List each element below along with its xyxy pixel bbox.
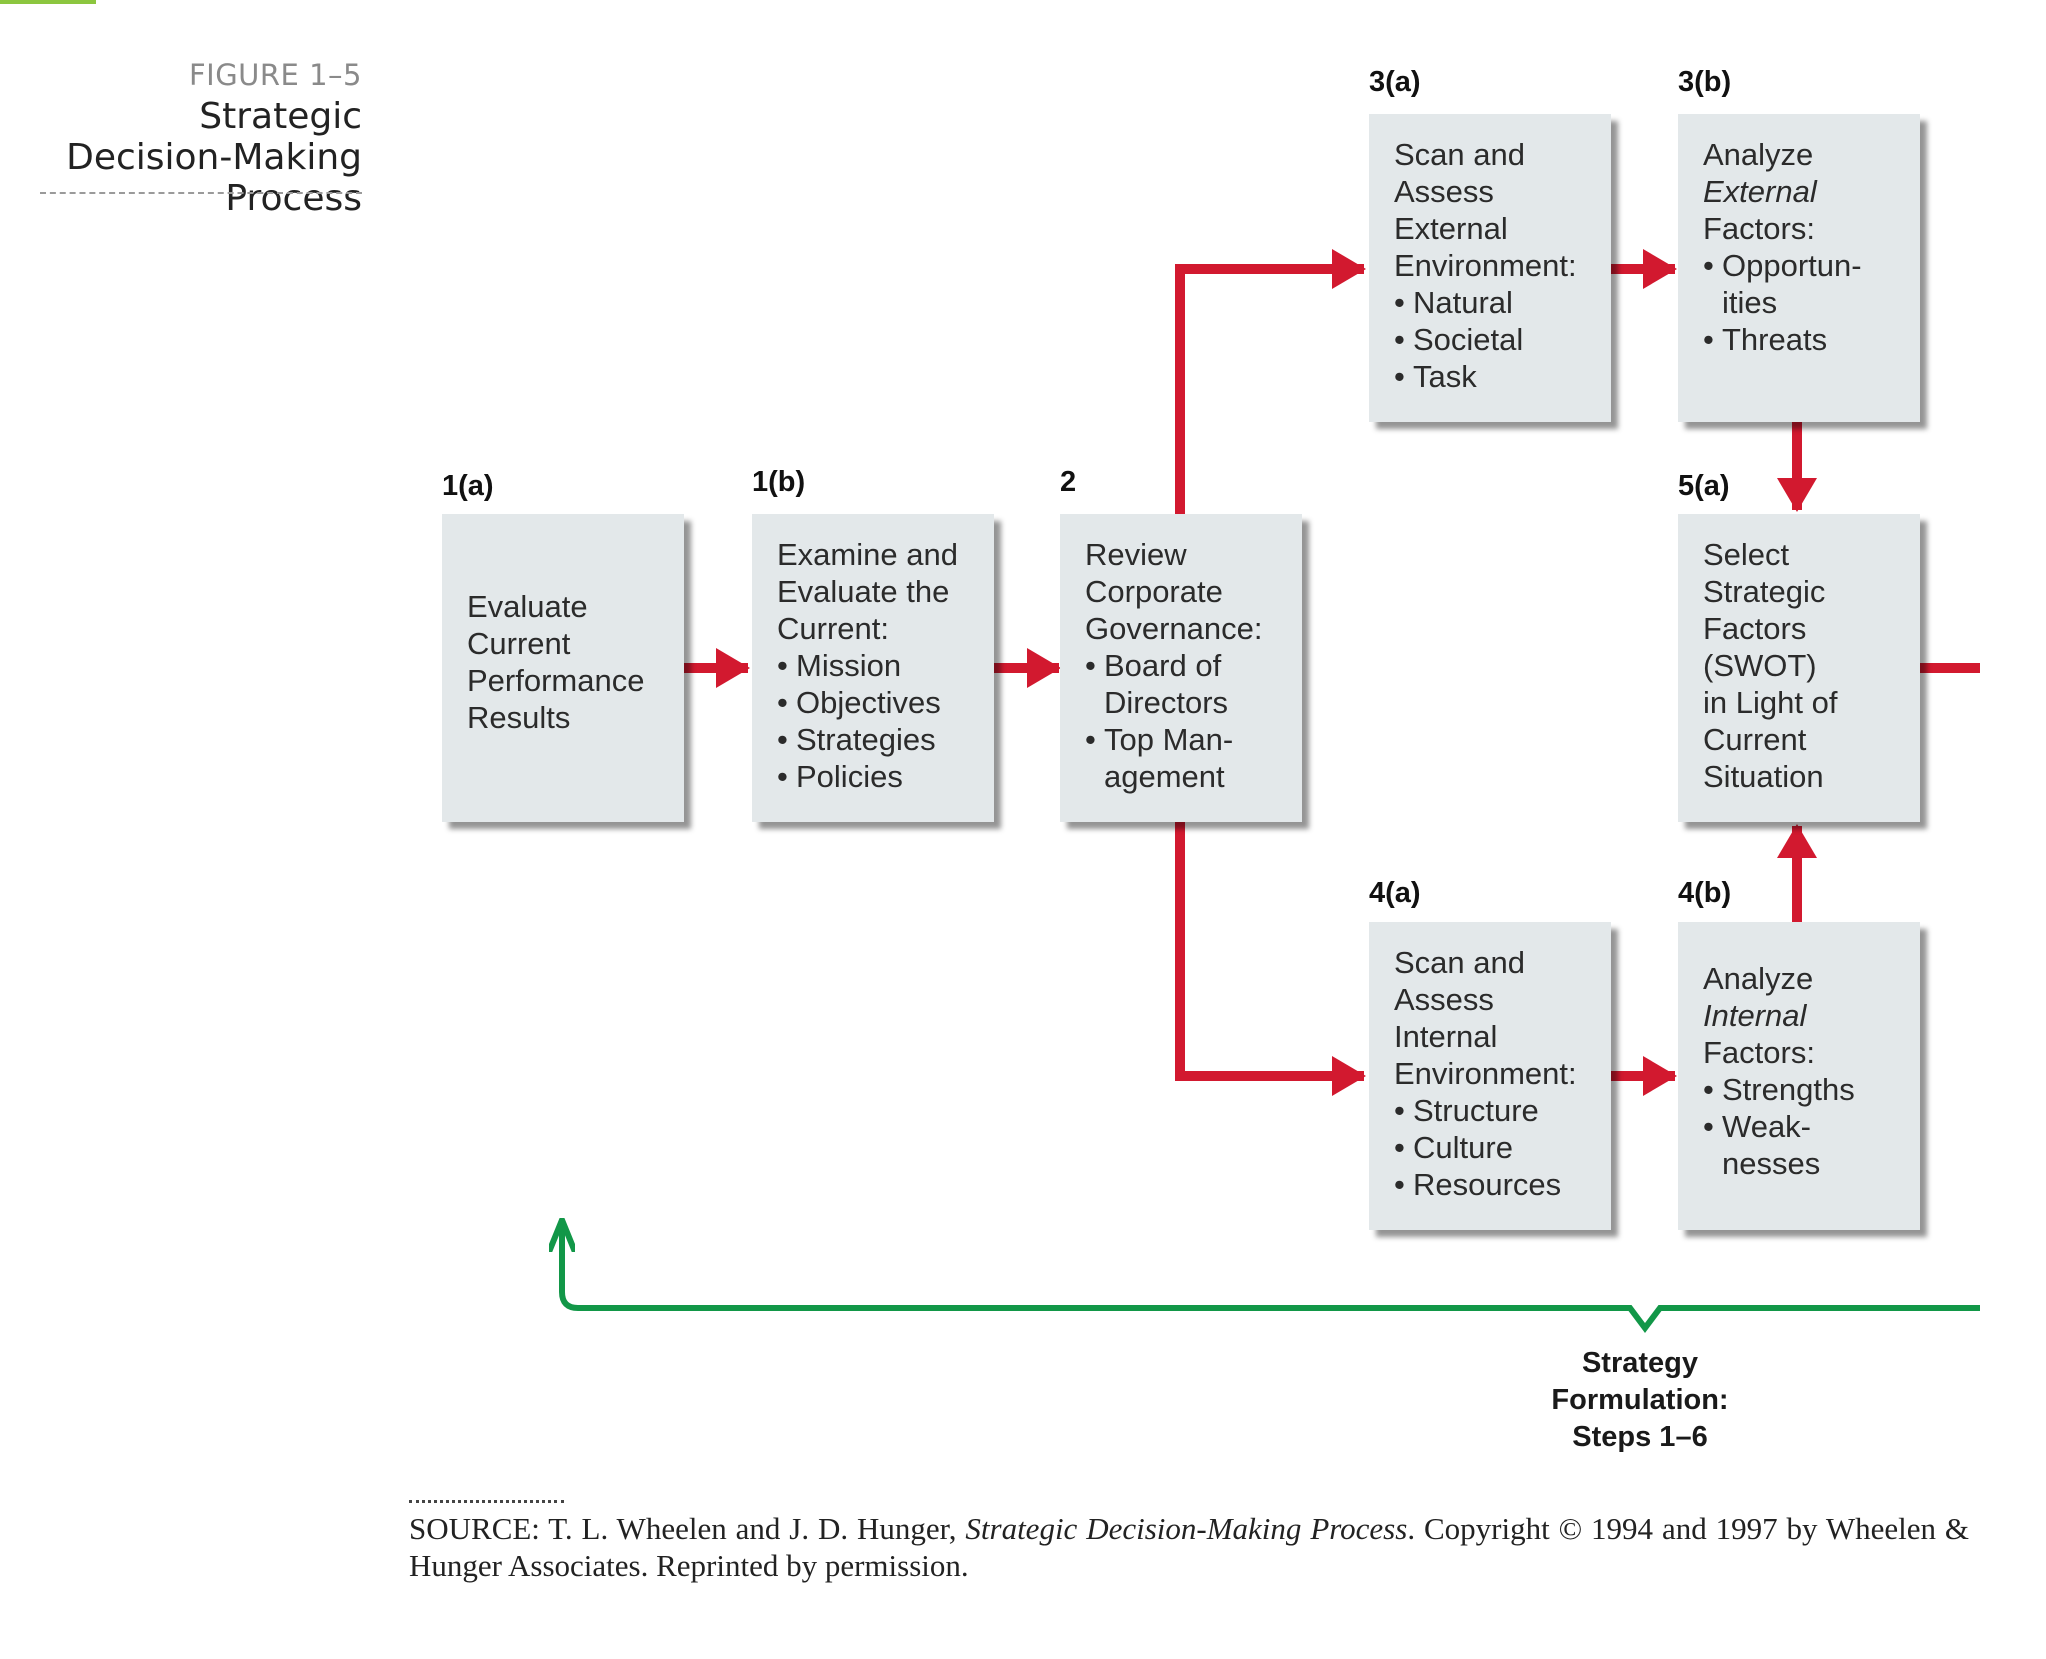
box-text-line: Evaluate (467, 589, 588, 624)
feedback-label: Strategy Formulation: Steps 1–6 (1500, 1345, 1780, 1456)
box-text-line: Current (1703, 722, 1807, 757)
box-bullet: Structure (1394, 1092, 1601, 1129)
step-label-3b: 3(b) (1678, 66, 1732, 98)
box-bullet: Task (1394, 358, 1601, 395)
caption-divider (40, 192, 362, 194)
step-box-analyze-external: Analyze External Factors: Opportun- itie… (1678, 114, 1920, 422)
corner-accent-tab (0, 0, 96, 4)
box-text-line: Analyze (1703, 961, 1814, 996)
source-divider (409, 1500, 564, 1503)
step-label-5a: 5(a) (1678, 470, 1730, 502)
box-bullet: Objectives (777, 684, 984, 721)
arrow-2-to-4a (1175, 822, 1366, 1096)
feedback-label-line: Formulation: (1551, 1384, 1729, 1416)
step-box-scan-external: Scan and Assess External Environment: Na… (1369, 114, 1611, 422)
box-text-line: Performance (467, 663, 645, 698)
box-text-line: Situation (1703, 759, 1824, 794)
box-text-line: Examine and (777, 537, 958, 572)
box-bullet: Strengths (1703, 1071, 1910, 1108)
step-label-3a: 3(a) (1369, 66, 1421, 98)
box-text-line: Evaluate the (777, 574, 950, 609)
arrow-2-to-3a (1175, 249, 1366, 514)
box-text-line: Scan and (1394, 945, 1525, 980)
box-bullet: Opportun- (1703, 247, 1910, 284)
box-text-line: Strategic (1703, 574, 1826, 609)
box-text-line: Analyze (1703, 137, 1814, 172)
box-text-line: Review (1085, 537, 1187, 572)
source-suffix: . Copyright © 1994 and 1997 by Wheelen &… (409, 1511, 1969, 1583)
step-box-review-governance: Review Corporate Governance: Board of Di… (1060, 514, 1302, 822)
figure-caption: FIGURE 1–5 Strategic Decision-Making Pro… (32, 58, 362, 219)
box-bullet: Culture (1394, 1129, 1601, 1166)
step-label-1b: 1(b) (752, 466, 806, 498)
box-bullet: Threats (1703, 321, 1910, 358)
box-text-line: Environment: (1394, 1056, 1577, 1091)
feedback-label-line: Steps 1–6 (1572, 1421, 1708, 1453)
source-title: Strategic Decision-Making Process (965, 1511, 1408, 1546)
box-bullet: Mission (777, 647, 984, 684)
box-text-line: Current (467, 626, 571, 661)
box-text-line: Factors (1703, 611, 1807, 646)
box-text-line: Environment: (1394, 248, 1577, 283)
box-bullet-continuation: agement (1104, 759, 1225, 794)
box-text-line-italic: Internal (1703, 998, 1807, 1033)
box-text-line: Governance: (1085, 611, 1263, 646)
box-bullet: Policies (777, 758, 984, 795)
box-text-line: Internal (1394, 1019, 1498, 1054)
source-note: SOURCE: T. L. Wheelen and J. D. Hunger, … (409, 1510, 1969, 1584)
step-box-examine-current: Examine and Evaluate the Current: Missio… (752, 514, 994, 822)
step-box-analyze-internal: Analyze Internal Factors: Strengths Weak… (1678, 922, 1920, 1230)
box-bullet: Strategies (777, 721, 984, 758)
box-text-line: Assess (1394, 174, 1494, 209)
box-bullet: Societal (1394, 321, 1601, 358)
box-text-line: Scan and (1394, 137, 1525, 172)
box-text-line: Assess (1394, 982, 1494, 1017)
step-label-2: 2 (1060, 466, 1077, 498)
box-bullet: Weak- (1703, 1108, 1910, 1145)
box-bullet: Top Man- (1085, 721, 1292, 758)
box-text-line: Current: (777, 611, 889, 646)
box-text-line: Corporate (1085, 574, 1223, 609)
box-text-line: in Light of (1703, 685, 1838, 720)
step-box-evaluate-performance: Evaluate Current Performance Results (442, 514, 684, 822)
figure-number: FIGURE 1–5 (188, 58, 362, 92)
box-text-line: Factors: (1703, 211, 1815, 246)
box-bullet: Resources (1394, 1166, 1601, 1203)
step-box-scan-internal: Scan and Assess Internal Environment: St… (1369, 922, 1611, 1230)
box-bullet: Natural (1394, 284, 1601, 321)
feedback-label-line: Strategy (1581, 1347, 1699, 1379)
source-prefix: SOURCE: T. L. Wheelen and J. D. Hunger, (409, 1511, 966, 1546)
box-bullet-continuation: nesses (1722, 1146, 1821, 1181)
box-text-line-italic: External (1703, 174, 1817, 209)
box-bullet-continuation: ities (1722, 285, 1778, 320)
box-bullet-continuation: Directors (1104, 685, 1229, 720)
box-bullet: Board of (1085, 647, 1292, 684)
box-text-line: Select (1703, 537, 1790, 572)
figure-title: Strategic Decision-Making Process (66, 96, 362, 219)
feedback-line (562, 1222, 1980, 1333)
step-label-1a: 1(a) (442, 470, 494, 502)
box-text-line: External (1394, 211, 1508, 246)
step-box-select-swot: Select Strategic Factors (SWOT) in Light… (1678, 514, 1920, 822)
box-text-line: Results (467, 700, 571, 735)
box-text-line: (SWOT) (1703, 648, 1817, 683)
step-label-4a: 4(a) (1369, 877, 1421, 909)
box-text-line: Factors: (1703, 1035, 1815, 1070)
step-label-4b: 4(b) (1678, 877, 1732, 909)
